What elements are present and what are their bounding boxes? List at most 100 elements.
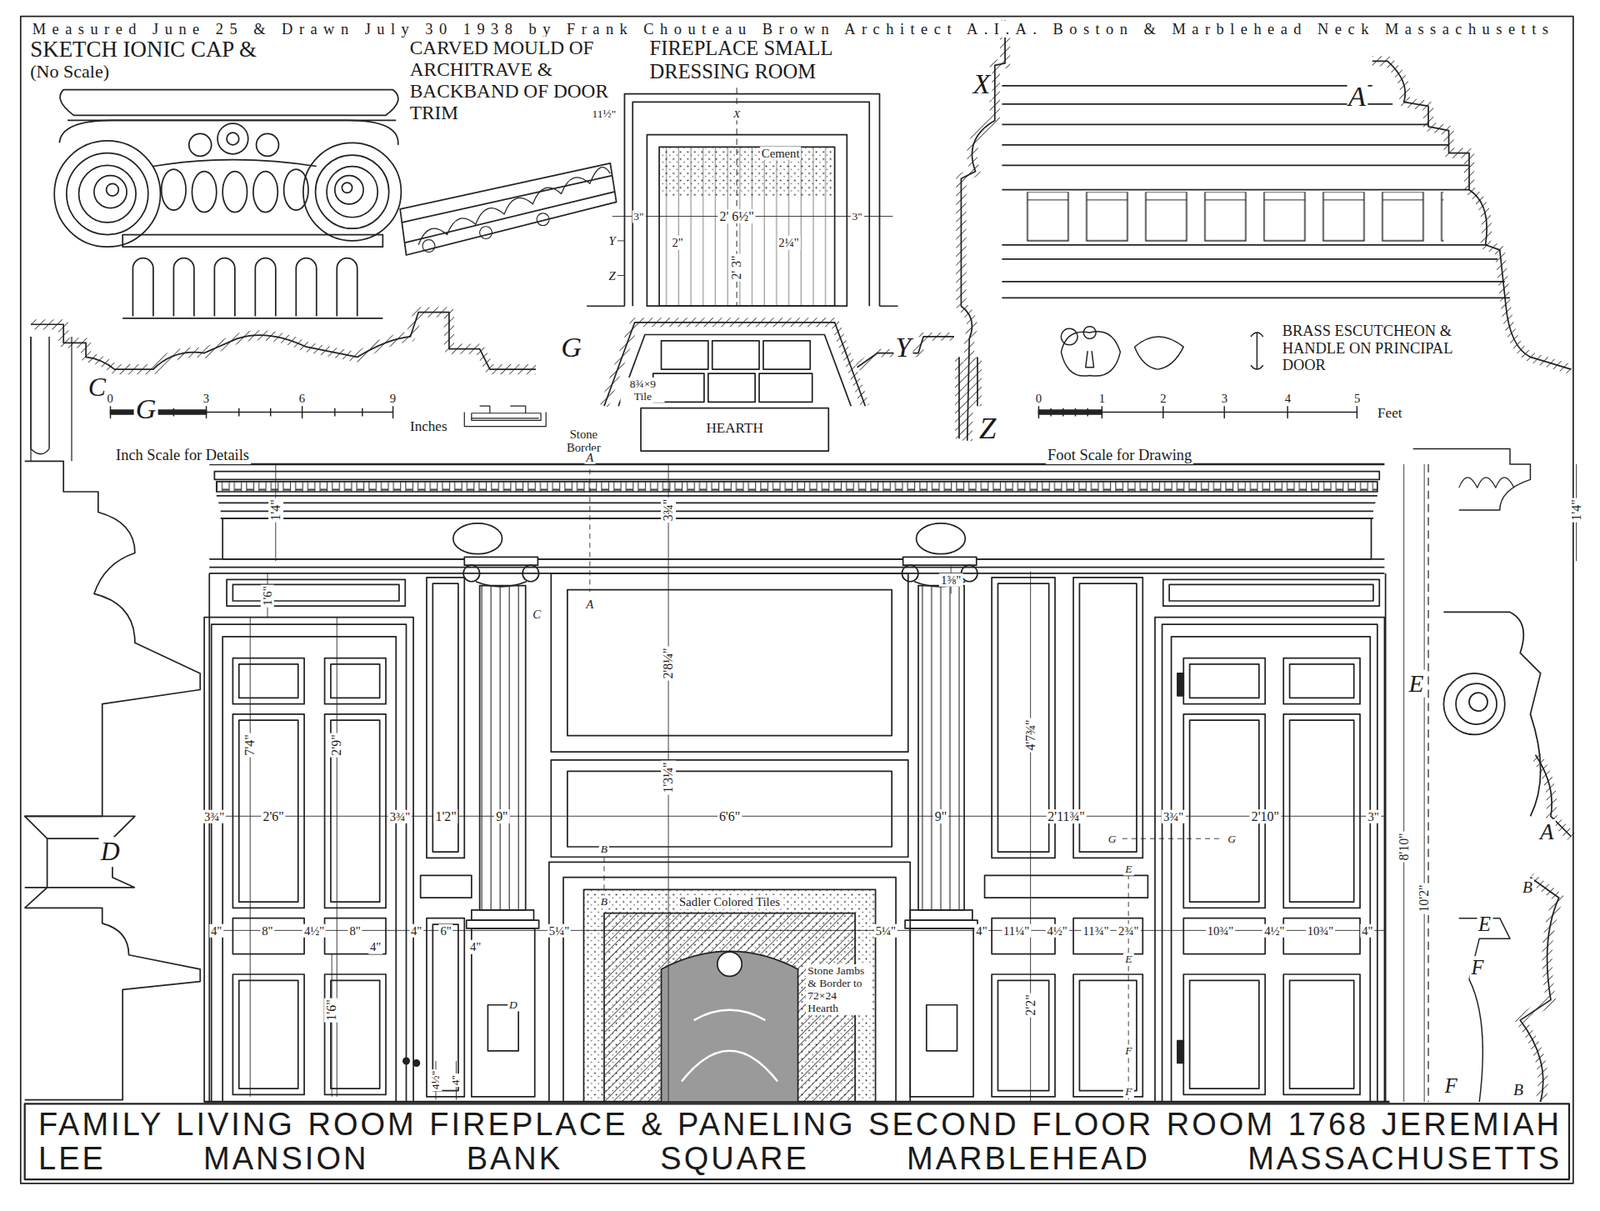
note-text: FIREPLACE SMALL DRESSING ROOM (648, 36, 892, 83)
note-text: 8¾×9 Tile (620, 377, 665, 403)
note-text: SKETCH IONIC CAP & (28, 36, 259, 62)
scale-number: 3 (201, 390, 211, 405)
section-mark: A (1346, 80, 1368, 112)
dimension: 4" (468, 940, 483, 954)
dimension: 4½" (1262, 923, 1286, 937)
dimension: 5¼" (874, 923, 898, 937)
section-mark: D (99, 837, 122, 868)
dimension: 1'4" (268, 498, 284, 523)
dimension: 10¾" (1205, 923, 1236, 937)
dimension: 4½" (1045, 923, 1069, 937)
dimension: 1'6" (260, 584, 275, 607)
section-mark: G (1225, 832, 1238, 845)
dimension: 10¾" (1305, 923, 1336, 937)
section-mark: A (584, 450, 595, 464)
section-mark: D (507, 999, 520, 1012)
dimension: 4" (209, 923, 224, 937)
section-mark: G (134, 392, 159, 425)
dimension: 4" (974, 923, 989, 937)
note-text: Feet (1375, 405, 1404, 421)
dimension: 8'10" (1396, 831, 1412, 863)
sheet-border (20, 16, 1574, 1184)
dimension: 1'6" (324, 998, 340, 1023)
note-text: Cement (760, 145, 802, 160)
dimension: 2'8¼" (660, 645, 676, 680)
note-text: BRASS ESCUTCHEON & HANDLE ON PRINCIPAL D… (1280, 322, 1489, 375)
section-mark: G (1106, 832, 1119, 845)
note-text: Inches (408, 418, 450, 435)
note-text: Foot Scale for Drawing (1045, 446, 1194, 465)
hearth-plan (604, 322, 865, 451)
wall-profile-right (1413, 449, 1572, 1102)
section-mark: B (599, 895, 610, 909)
scale-number: 2 (1158, 390, 1168, 405)
section-mark: Z (977, 411, 998, 446)
section-mark: X (731, 108, 742, 121)
dimension: 3" (1366, 809, 1381, 823)
drawing-title: FAMILY LIVING ROOM FIREPLACE & PANELING … (38, 1107, 1562, 1176)
dimension: 4" (450, 1072, 463, 1086)
dimension: 4" (1360, 923, 1375, 937)
dimension: 2" (670, 235, 685, 250)
dimension: 11½" (590, 108, 619, 121)
dressing-room-fireplace (586, 87, 898, 306)
dimension: 3¾" (202, 809, 226, 823)
dimension: 2' 6½" (718, 209, 756, 225)
scale-number: 5 (1352, 390, 1362, 405)
dimension: 9" (494, 809, 510, 825)
note-text: Inch Scale for Details (114, 446, 251, 465)
section-mark: C (86, 372, 108, 403)
section-mark: F (1123, 1045, 1134, 1058)
dimension: 8" (347, 923, 362, 937)
dimension: 2'9" (329, 732, 345, 757)
section-mark: E (1123, 863, 1134, 876)
note-text: (No Scale) (28, 61, 111, 83)
section-mark: E (1476, 913, 1493, 936)
dimension: 1'4" (1569, 498, 1585, 523)
dimension: 10'2" (1416, 882, 1432, 914)
scale-number: 9 (388, 390, 398, 405)
dimension: 4½" (429, 1068, 442, 1090)
dimension: 3" (631, 210, 645, 223)
dimension: 3¾" (660, 497, 676, 523)
dimension: 2'2" (1023, 992, 1039, 1017)
section-mark: F (1443, 1074, 1460, 1097)
carved-moulding-sketch (400, 163, 617, 255)
moulding-profiles (30, 312, 978, 455)
scale-number: 3 (1220, 390, 1230, 405)
section-mark: F (1470, 955, 1486, 979)
scale-number: 4 (1283, 390, 1293, 405)
dimension: 4½" (302, 923, 326, 937)
dimension: 3" (850, 210, 864, 223)
scale-number: 1 (1097, 390, 1107, 405)
section-mark: X (971, 67, 993, 100)
dimension: 6" (438, 923, 453, 937)
note-text: HEARTH (704, 420, 765, 437)
section-mark: Z (607, 268, 618, 282)
section-mark: E (1123, 952, 1134, 965)
dimension: 2¾" (1116, 923, 1140, 937)
dimension: 2'11¾" (1045, 809, 1087, 825)
section-mark: Y (607, 234, 618, 248)
section-mark: F (1123, 1085, 1134, 1099)
ionic-capital-sketch (54, 90, 401, 319)
brass-escutcheon (1060, 326, 1263, 376)
scale-number: 0 (105, 390, 115, 405)
dimension: 2¼" (776, 235, 800, 250)
dimension: 2'10" (1250, 809, 1281, 825)
dimension: 11¾" (1081, 923, 1111, 937)
dimension: 7'4" (242, 732, 258, 757)
section-mark: B (1511, 1080, 1525, 1100)
dimension: 3¾" (388, 809, 412, 823)
section-mark: Y (893, 330, 913, 363)
dimension: 5¼" (547, 923, 571, 937)
scale-number: 6 (297, 390, 307, 405)
scale-number: 0 (1034, 390, 1044, 405)
dimension: 9" (933, 809, 949, 825)
dimension: 1⅜" (939, 572, 963, 586)
dimension: 4" (409, 923, 424, 937)
note-text: Sadler Colored Tiles (677, 895, 782, 909)
dimension: 8" (260, 923, 275, 937)
